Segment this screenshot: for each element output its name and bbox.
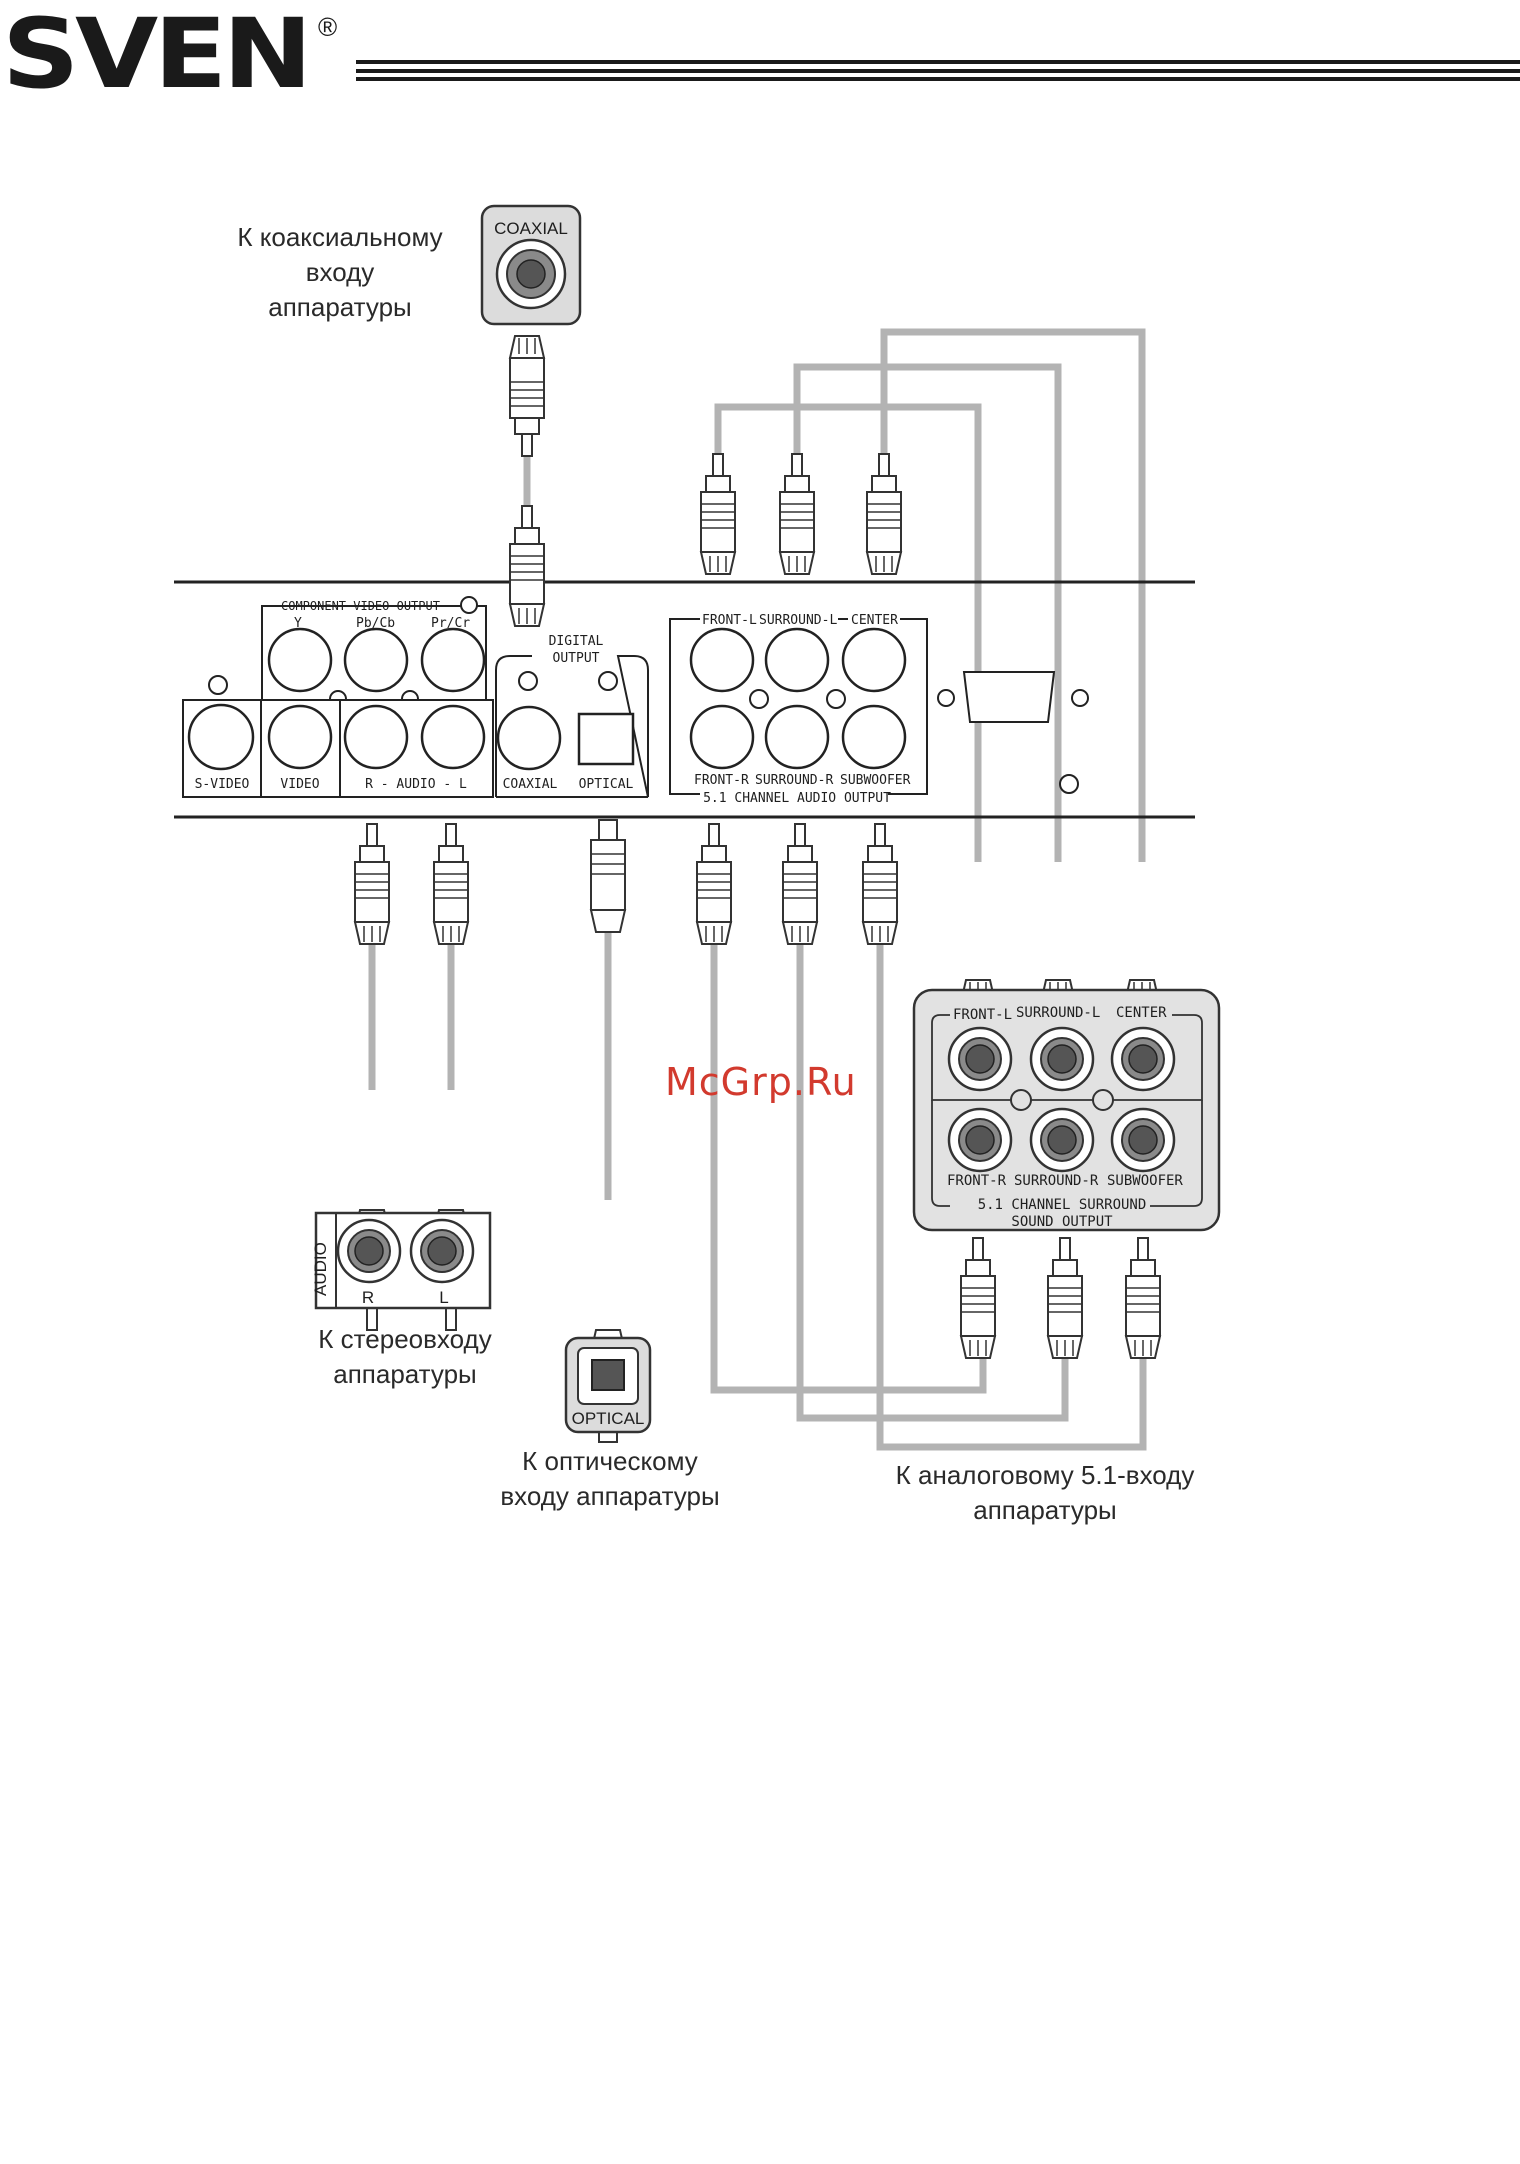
plug-device-front-r bbox=[960, 1237, 996, 1359]
plug-device-surround-r bbox=[1047, 1237, 1083, 1359]
plug-front-r bbox=[696, 823, 732, 945]
watermark: McGrp.Ru bbox=[665, 1060, 857, 1104]
device-surround-l-jack bbox=[1029, 1026, 1095, 1092]
plug-subwoofer bbox=[862, 823, 898, 945]
header-rule bbox=[356, 69, 1520, 73]
surround-r-jack bbox=[764, 704, 830, 770]
coaxial-label: COAXIAL bbox=[503, 777, 558, 792]
surround-l-jack bbox=[764, 627, 830, 693]
surround-subwoofer-label: SUBWOOFER bbox=[1107, 1173, 1183, 1189]
pr-cr-label: Pr/Cr bbox=[431, 616, 470, 631]
y-jack bbox=[267, 627, 333, 693]
plug-center-top bbox=[866, 453, 902, 575]
plug-front-l-top bbox=[700, 453, 736, 575]
surround-r-label: SURROUND-R bbox=[755, 773, 833, 788]
surround-front-r-label: FRONT-R bbox=[947, 1173, 1007, 1189]
dvd-rear-panel: COMPONENT VIDEO OUTPUT Y Pb/Cb Pr/Cr S-V… bbox=[174, 580, 1195, 819]
surround-caption: К аналоговому 5.1-входу аппаратуры bbox=[870, 1458, 1220, 1528]
optical-input-device: OPTICAL bbox=[564, 1336, 652, 1434]
stereo-caption-line: аппаратуры bbox=[333, 1359, 477, 1389]
video-jack bbox=[267, 704, 333, 770]
digital-output-label: DIGITAL bbox=[549, 634, 604, 649]
surround-center-label: CENTER bbox=[1116, 1005, 1167, 1021]
stereo-r-jack bbox=[336, 1218, 402, 1284]
subwoofer-label: SUBWOOFER bbox=[840, 773, 911, 788]
audio-r-jack bbox=[343, 704, 409, 770]
surround-title-1: 5.1 CHANNEL SURROUND bbox=[978, 1197, 1147, 1213]
front-r-jack bbox=[689, 704, 755, 770]
surround-caption-line: К аналоговому 5.1-входу bbox=[895, 1460, 1195, 1490]
front-l-jack bbox=[689, 627, 755, 693]
component-video-label: COMPONENT VIDEO OUTPUT bbox=[281, 599, 440, 613]
surround-title-2: SOUND OUTPUT bbox=[1011, 1214, 1113, 1230]
coaxial-jack bbox=[496, 705, 562, 771]
subwoofer-jack bbox=[841, 704, 907, 770]
front-r-label: FRONT-R bbox=[694, 773, 749, 788]
surround-surround-r-label: SURROUND-R bbox=[1014, 1173, 1099, 1189]
stereo-caption-line: К стереовходу bbox=[318, 1324, 492, 1354]
video-label: VIDEO bbox=[280, 777, 319, 792]
surround-caption-line: аппаратуры bbox=[973, 1495, 1117, 1525]
plug-optical bbox=[590, 819, 626, 933]
center-jack bbox=[841, 627, 907, 693]
pr-jack bbox=[420, 627, 486, 693]
channel-audio-output-label: 5.1 CHANNEL AUDIO OUTPUT bbox=[703, 791, 891, 806]
stereo-input-device: AUDIO R L bbox=[311, 1211, 492, 1310]
coaxial-caption-line: входу bbox=[305, 257, 375, 287]
surround-input-device: FRONT-L SURROUND-L CENTER FRONT-R SURROU… bbox=[912, 988, 1221, 1232]
pb-cb-label: Pb/Cb bbox=[356, 616, 395, 631]
stereo-r-label: R bbox=[362, 1288, 374, 1307]
device-subwoofer-jack bbox=[1110, 1107, 1176, 1173]
coaxial-device-label: COAXIAL bbox=[494, 219, 568, 238]
digital-output-label-2: OUTPUT bbox=[553, 651, 600, 666]
plug-audio-l bbox=[433, 823, 469, 945]
plug-surround-r bbox=[782, 823, 818, 945]
plug-audio-r bbox=[354, 823, 390, 945]
device-surround-r-jack bbox=[1029, 1107, 1095, 1173]
coaxial-caption: К коаксиальному входу аппаратуры bbox=[210, 220, 470, 325]
optical-label: OPTICAL bbox=[579, 777, 634, 792]
center-label: CENTER bbox=[851, 613, 898, 628]
stereo-caption: К стереовходу аппаратуры bbox=[280, 1322, 530, 1392]
y-label: Y bbox=[294, 616, 302, 631]
d-sub-port bbox=[962, 671, 1056, 723]
registered-mark: ® bbox=[318, 12, 338, 42]
plug-device-subwoofer bbox=[1125, 1237, 1161, 1359]
surround-front-l-label: FRONT-L bbox=[953, 1007, 1012, 1023]
front-l-label: FRONT-L bbox=[702, 613, 757, 628]
optical-caption-line: К оптическому bbox=[522, 1446, 698, 1476]
brand-logo: SVEN bbox=[2, 0, 313, 110]
stereo-audio-label: AUDIO bbox=[311, 1242, 330, 1296]
audio-l-jack bbox=[420, 704, 486, 770]
optical-port bbox=[577, 712, 635, 766]
cables bbox=[368, 328, 1147, 1451]
surround-surround-l-label: SURROUND-L bbox=[1016, 1005, 1100, 1021]
surround-l-label: SURROUND-L bbox=[759, 613, 837, 628]
device-front-l-jack bbox=[947, 1026, 1013, 1092]
header-rule bbox=[356, 60, 1520, 64]
device-front-r-jack bbox=[947, 1107, 1013, 1173]
optical-caption: К оптическому входу аппаратуры bbox=[470, 1444, 750, 1514]
optical-caption-line: входу аппаратуры bbox=[500, 1481, 720, 1511]
coax-plug-top bbox=[509, 335, 545, 457]
coax-plug-bottom bbox=[509, 505, 545, 627]
plug-surround-l-top bbox=[779, 453, 815, 575]
s-video-label: S-VIDEO bbox=[195, 777, 250, 792]
optical-device-label: OPTICAL bbox=[572, 1409, 645, 1428]
pb-jack bbox=[343, 627, 409, 693]
coaxial-caption-line: К коаксиальному bbox=[237, 222, 443, 252]
r-audio-l-label: R - AUDIO - L bbox=[365, 777, 467, 792]
header-rule bbox=[356, 77, 1520, 81]
coaxial-caption-line: аппаратуры bbox=[268, 292, 412, 322]
stereo-l-jack bbox=[409, 1218, 475, 1284]
stereo-l-label: L bbox=[439, 1288, 448, 1307]
coaxial-input-device: COAXIAL bbox=[480, 204, 582, 326]
device-center-jack bbox=[1110, 1026, 1176, 1092]
